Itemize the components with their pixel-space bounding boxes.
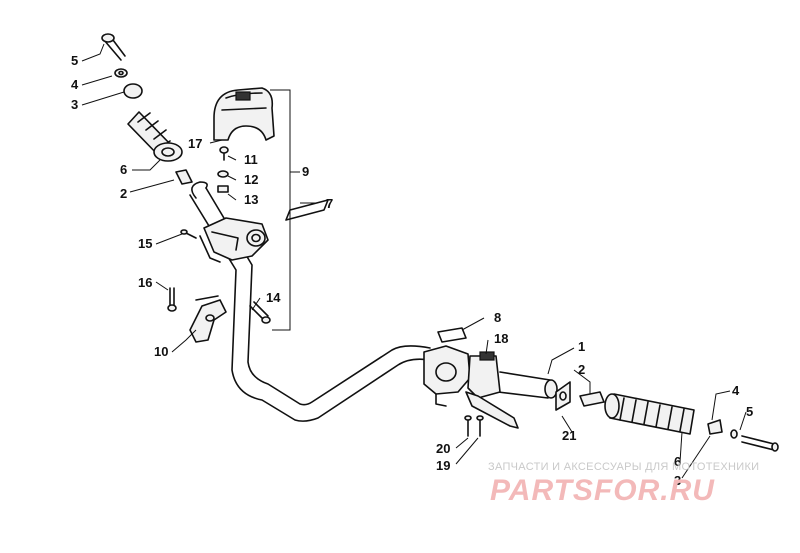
callout-17: 17: [188, 136, 202, 151]
clamp-screw-15: [180, 229, 197, 239]
callout-9: 9: [302, 164, 309, 179]
callout-15: 15: [138, 236, 152, 251]
callout-13: 13: [244, 192, 258, 207]
watermark-logo: PARTSFOR.RU: [490, 474, 715, 507]
screw-14: [249, 301, 271, 324]
callout-5-left: 5: [71, 53, 78, 68]
callout-10: 10: [154, 344, 168, 359]
callout-8: 8: [494, 310, 501, 325]
right-washer-21: [555, 381, 571, 411]
callout-6-right: 6: [674, 454, 681, 469]
callout-4-right: 4: [732, 383, 740, 398]
right-end-cap-3: [707, 419, 723, 435]
callout-1: 1: [578, 339, 585, 354]
callout-19: 19: [436, 458, 450, 473]
callout-6-left: 6: [120, 162, 127, 177]
watermark-caption: ЗАПЧАСТИ И АКСЕССУАРЫ ДЛЯ МОТОТЕХНИКИ: [488, 461, 759, 473]
callout-3-left: 3: [71, 97, 78, 112]
switch-label-8: [437, 327, 467, 343]
callout-5-right: 5: [746, 404, 753, 419]
callout-14: 14: [266, 290, 281, 305]
brake-lever: [465, 391, 519, 429]
throttle-cover: [213, 87, 275, 141]
right-screw-5: [741, 435, 779, 452]
screw-20: [464, 415, 472, 437]
throttle-body: [199, 217, 269, 263]
callout-18: 18: [494, 331, 508, 346]
callout-21: 21: [562, 428, 576, 443]
right-washer-4: [730, 429, 738, 439]
left-throttle-sleeve: [175, 169, 193, 185]
leader-lines: [81, 43, 747, 479]
group-bracket-9: [270, 89, 300, 331]
callout-2-left: 2: [120, 186, 127, 201]
callout-20: 20: [436, 441, 450, 456]
left-end-cap: [123, 83, 143, 99]
left-screw: [101, 33, 126, 61]
callout-12: 12: [244, 172, 258, 187]
callout-7: 7: [326, 196, 333, 211]
cover-screw-hardware: [217, 146, 229, 193]
right-sleeve-2: [579, 391, 605, 407]
callout-4-left: 4: [71, 77, 79, 92]
callout-3-right: 3: [674, 473, 681, 488]
bolt-16: [167, 287, 177, 312]
callout-11: 11: [244, 152, 258, 167]
left-grip: [127, 111, 183, 162]
callout-16: 16: [138, 275, 152, 290]
left-washer: [114, 68, 128, 78]
handlebar: [189, 181, 558, 422]
lever-bracket-10: [189, 295, 227, 343]
right-switch-housing: [423, 345, 501, 407]
screw-19: [476, 415, 484, 437]
right-grip-6: [604, 393, 695, 435]
callout-2-right: 2: [578, 362, 585, 377]
